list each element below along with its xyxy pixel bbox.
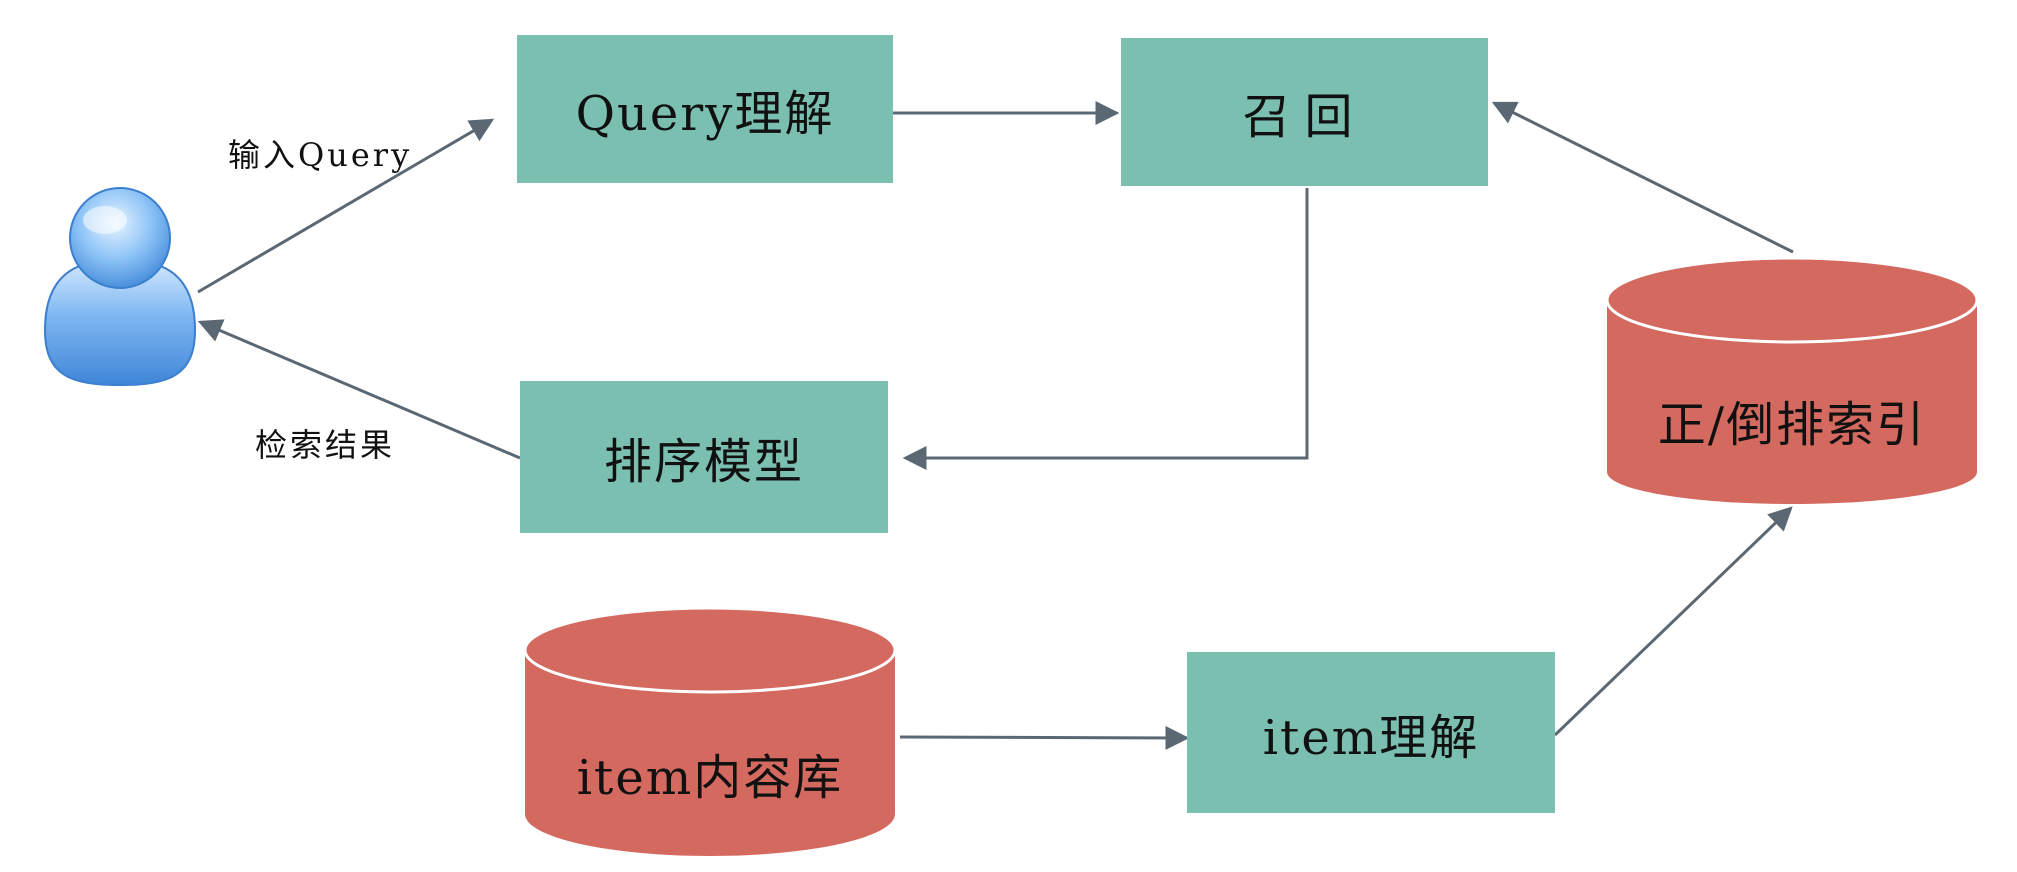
arrow-content-to-item-understanding — [899, 725, 1190, 750]
item-content-store-label-wrap: item内容库 — [525, 718, 895, 828]
arrow-user-to-query — [197, 118, 495, 294]
input-query-label: 输入Query — [228, 136, 413, 174]
item-understanding-box: item理解 — [1187, 652, 1555, 813]
recall-box: 召回 — [1121, 38, 1488, 186]
index-store-label-wrap: 正/倒排索引 — [1607, 360, 1977, 480]
index-store-label: 正/倒排索引 — [1657, 397, 1927, 453]
ranking-model-box: 排序模型 — [520, 381, 888, 533]
search-results-label: 检索结果 — [255, 426, 396, 464]
query-understanding-label: Query理解 — [575, 86, 835, 142]
user-icon — [43, 187, 197, 387]
arrow-index-to-recall — [1491, 101, 1794, 254]
query-understanding-box: Query理解 — [517, 35, 893, 183]
ranking-model-label: 排序模型 — [603, 434, 804, 490]
item-content-store-cylinder — [523, 606, 897, 856]
arrow-recall-to-ranking — [902, 188, 1309, 470]
arrow-ranking-to-user — [197, 319, 521, 460]
index-store-cylinder — [1605, 256, 1979, 504]
item-content-store-label: item内容库 — [576, 750, 844, 806]
item-understanding-label: item理解 — [1262, 709, 1480, 766]
recall-label: 召回 — [1242, 89, 1367, 145]
arrow-item-understanding-to-index — [1553, 506, 1793, 737]
